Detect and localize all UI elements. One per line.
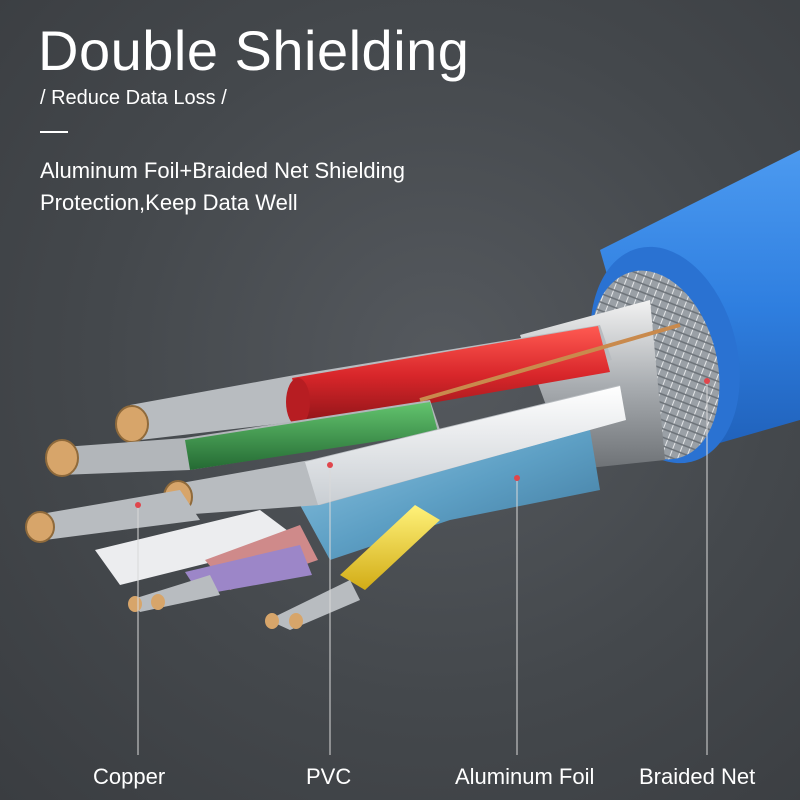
yellow-wire <box>265 505 440 630</box>
drain-wire <box>419 323 681 402</box>
label-pvc: PVC <box>306 764 352 789</box>
description-line-1: Aluminum Foil+Braided Net Shielding <box>40 158 406 183</box>
label-braided-net: Braided Net <box>639 764 756 789</box>
page-title: Double Shielding <box>38 19 470 82</box>
green-wire <box>45 400 440 477</box>
callout-aluminum-foil <box>514 475 520 755</box>
callout-copper <box>135 502 141 755</box>
white-pair-wire <box>95 510 300 585</box>
description-line-2: Protection,Keep Data Well <box>40 190 298 215</box>
subtitle: / Reduce Data Loss / <box>40 87 227 109</box>
label-aluminum-foil: Aluminum Foil <box>455 764 595 789</box>
red-wire <box>115 325 612 443</box>
label-copper: Copper <box>93 764 166 789</box>
description: Aluminum Foil+Braided Net Shielding Prot… <box>40 155 405 219</box>
copper-strand <box>25 490 200 543</box>
callout-braided-net <box>704 378 710 755</box>
divider <box>40 131 68 133</box>
aluminum-foil-wrap <box>300 430 600 560</box>
callout-pvc <box>327 462 333 755</box>
pink-purple-pair <box>128 525 318 612</box>
